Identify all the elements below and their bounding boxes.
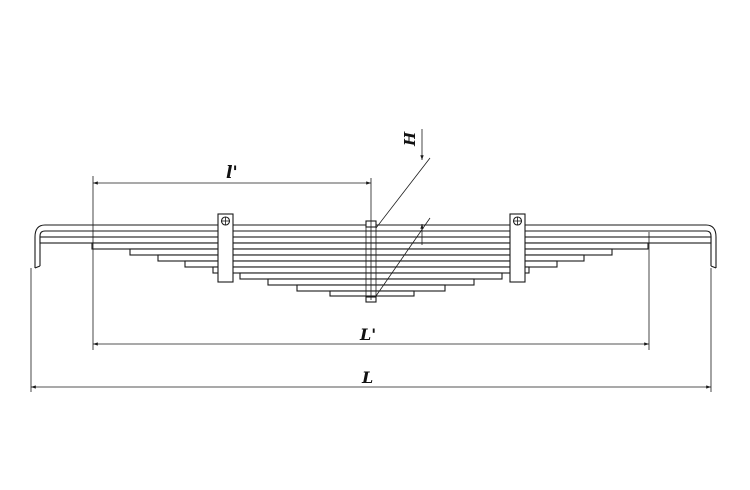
label-l-prime: l': [226, 163, 238, 183]
label-L: L: [361, 368, 373, 387]
leaf-stack: [91, 242, 649, 297]
leaf-2: [39, 236, 712, 244]
right-clamp: [509, 213, 526, 283]
leaf-3: [91, 242, 649, 250]
leaf-11: [329, 290, 415, 297]
left-clamp: [217, 213, 234, 283]
extension-lines: [30, 176, 712, 392]
label-H: H: [401, 131, 419, 147]
label-L-prime: L': [359, 325, 376, 344]
height-dimension: [375, 129, 431, 297]
